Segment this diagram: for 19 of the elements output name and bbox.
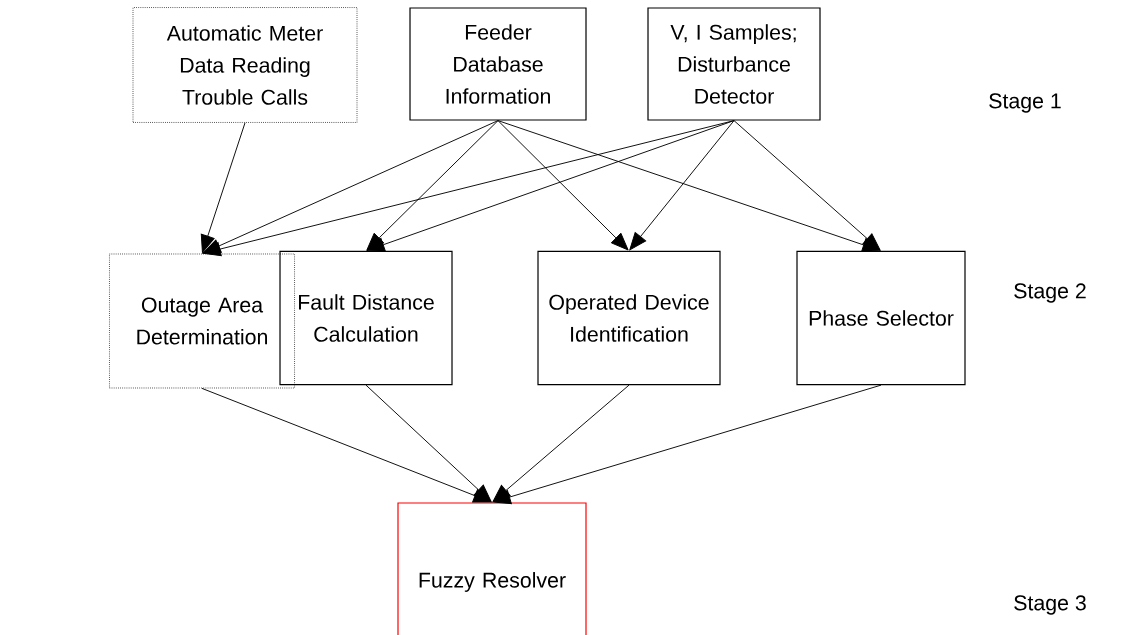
arrow <box>497 120 881 252</box>
arrow <box>365 384 492 502</box>
arrow <box>200 122 246 253</box>
arrow <box>366 120 735 252</box>
stage-label: Stage 3 <box>1014 595 1086 615</box>
stage-label: Stage 1 <box>989 93 1061 113</box>
process-box: Outage Area Determination <box>109 253 295 389</box>
arrow <box>629 120 735 251</box>
arrow <box>733 120 881 251</box>
stage-label: Stage 2 <box>1014 283 1086 303</box>
process-box: Fault Distance Calculation <box>279 250 453 386</box>
process-box: Automatic Meter Data Reading Trouble Calls <box>132 7 358 123</box>
process-box: Operated Device Identification <box>537 250 721 386</box>
arrow <box>497 120 629 251</box>
process-box: Phase Selector <box>796 250 966 386</box>
arrow <box>492 384 882 505</box>
process-box: Feeder Database Information <box>409 7 587 121</box>
process-box: V, I Samples; Disturbance Detector <box>647 7 821 121</box>
process-box: Fuzzy Resolver <box>397 502 587 635</box>
